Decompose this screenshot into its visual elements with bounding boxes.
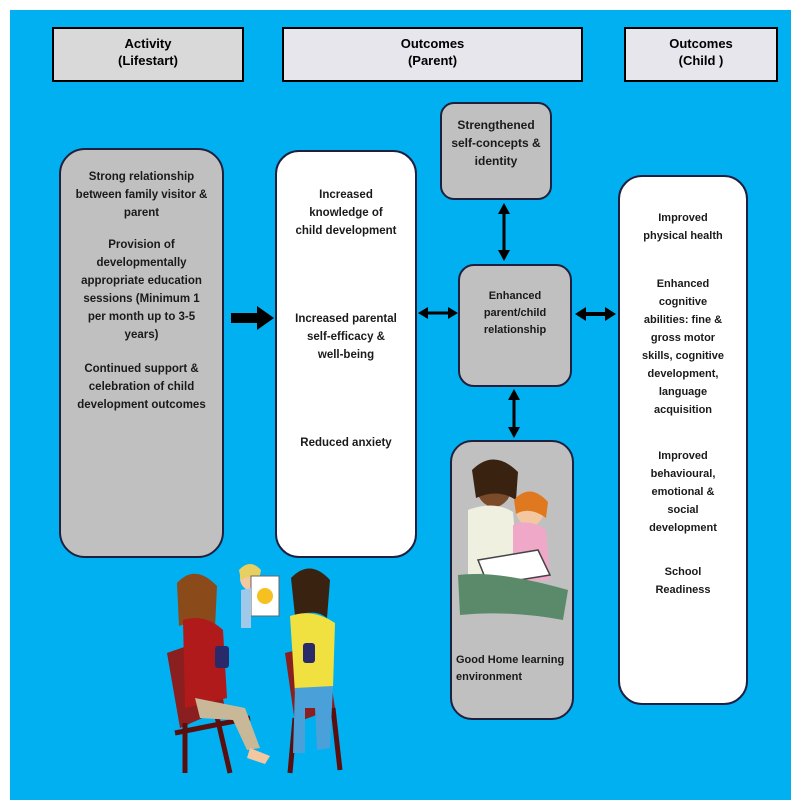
diagram-canvas: Activity (Lifestart) Outcomes (Parent) O… — [10, 10, 791, 800]
self-concept-label: Strengthened self-concepts & identity — [451, 118, 541, 168]
parent-item: Reduced anxiety — [300, 437, 392, 449]
activity-item: Strong relationship between family visit… — [75, 171, 208, 219]
relationship-box: Enhanced parent/child relationship — [458, 264, 572, 387]
activity-item: Provision of developmentally appropriate… — [81, 239, 202, 341]
parent-outcomes-box: Increased knowledge of child development… — [275, 150, 417, 558]
child-item: Improved behavioural, emotional & social… — [649, 450, 717, 534]
parent-item: Increased knowledge of child development — [295, 189, 397, 237]
home-learning-label: Good Home learning environment — [456, 654, 565, 683]
header-parent-outcomes: Outcomes (Parent) — [282, 27, 583, 82]
arrow-selfconcept-relationship — [498, 203, 510, 261]
child-outcomes-box: Improved physical health Enhanced cognit… — [618, 175, 748, 705]
child-with-drawing-clipart — [239, 564, 280, 628]
activity-box: Strong relationship between family visit… — [59, 148, 224, 558]
arrow-activity-to-parent — [231, 306, 274, 330]
header-parent-title: Outcomes — [400, 36, 465, 51]
two-women-sitting-clipart — [167, 564, 343, 774]
header-activity: Activity (Lifestart) — [52, 27, 244, 82]
arrow-relationship-home — [508, 389, 520, 438]
child-item: Enhanced cognitive abilities: fine & gro… — [642, 278, 724, 416]
arrow-parent-relationship — [418, 307, 458, 319]
child-item: Improved physical health — [643, 212, 723, 242]
mother-reading-to-child-clipart — [458, 459, 568, 620]
relationship-label: Enhanced parent/child relationship — [483, 290, 547, 336]
header-activity-subtitle: (Lifestart) — [118, 53, 178, 68]
child-item: School Readiness — [655, 566, 711, 596]
parent-item: Increased parental self-efficacy & well-… — [295, 313, 397, 361]
self-concept-box: Strengthened self-concepts & identity — [440, 102, 552, 200]
arrow-relationship-child — [575, 307, 616, 321]
header-child-title: Outcomes — [669, 36, 733, 51]
header-parent-subtitle: (Parent) — [407, 53, 458, 68]
header-child-subtitle: (Child ) — [678, 53, 724, 68]
connector-arrows — [231, 203, 616, 438]
header-activity-title: Activity — [124, 36, 172, 51]
activity-item: Continued support & celebration of child… — [77, 363, 206, 411]
header-child-outcomes: Outcomes (Child ) — [624, 27, 778, 82]
